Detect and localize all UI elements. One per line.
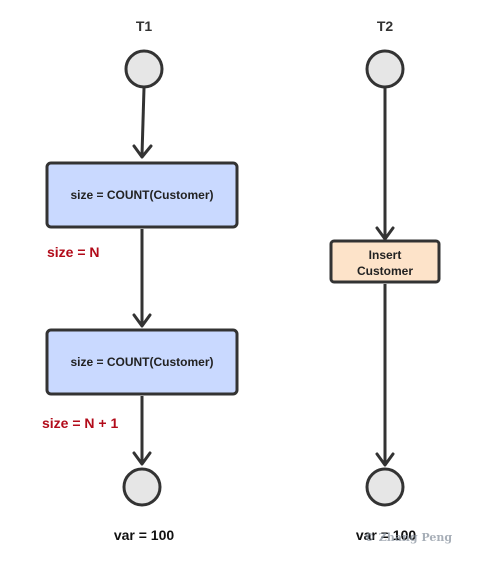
t2-edge-start-to-insert xyxy=(375,88,395,241)
t1-count-label-1: size = COUNT(Customer) xyxy=(70,188,213,202)
t2-var-value: var = 100 xyxy=(356,527,417,543)
t2-insert-label-line2: Customer xyxy=(357,264,413,278)
t1-count-box-2 xyxy=(45,328,239,396)
t1-count-label-2: size = COUNT(Customer) xyxy=(70,355,213,369)
lane-title-t1: T1 xyxy=(136,18,153,34)
t1-end-node xyxy=(122,467,162,507)
watermark: © Zhang Peng xyxy=(364,531,452,544)
t2-end-node xyxy=(365,467,405,507)
t1-edge-start-to-step1 xyxy=(132,87,153,159)
t1-note-size-n-plus-1: size = N + 1 xyxy=(42,415,118,431)
t1-count-box-1 xyxy=(45,161,239,229)
t2-edge-insert-to-end xyxy=(375,284,395,467)
t1-note-size-n: size = N xyxy=(47,244,100,260)
lane-title-t2: T2 xyxy=(377,18,394,34)
t1-edge-step1-to-step2 xyxy=(132,229,152,328)
t1-edge-step2-to-end xyxy=(132,396,152,466)
t1-var-value: var = 100 xyxy=(114,527,175,543)
t2-insert-label-line1: Insert xyxy=(369,248,402,262)
t1-start-node xyxy=(124,49,164,89)
t2-start-node xyxy=(365,49,405,89)
t2-insert-box xyxy=(329,239,441,284)
